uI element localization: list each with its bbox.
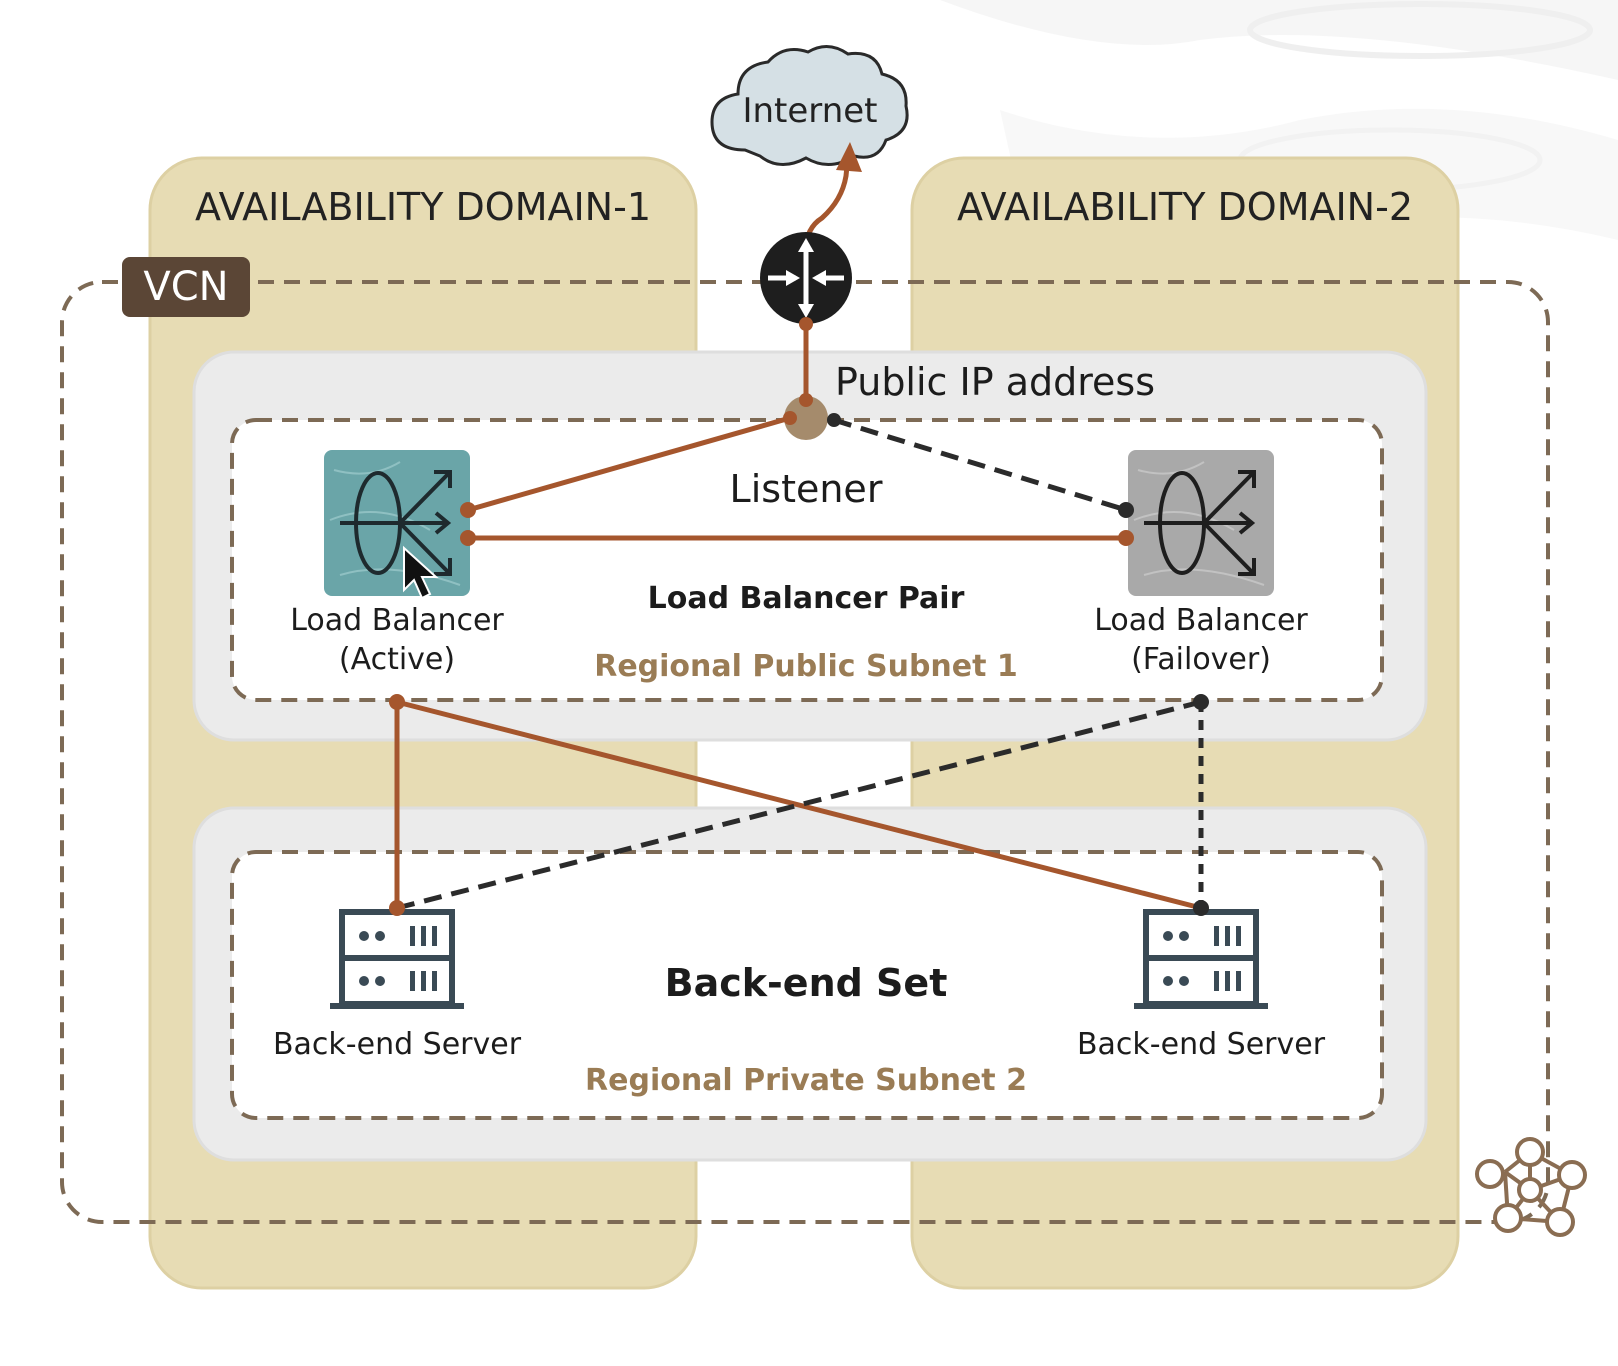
failover-bottom-port (1193, 694, 1209, 710)
lb-failover-port-mid (1118, 530, 1134, 546)
active-to-server-2-link (396, 699, 1202, 911)
lb-active-port-mid (460, 530, 476, 546)
lb-active-name: Load Balancer (290, 603, 504, 638)
router-connector-dot (799, 317, 813, 331)
server-2-port (1193, 900, 1209, 916)
lb-failover-port-top (1118, 502, 1134, 518)
load-balancer-active-icon (324, 450, 470, 596)
vcn-label: VCN (143, 264, 228, 310)
public-subnet-label: Regional Public Subnet 1 (594, 649, 1018, 684)
public-ip-node-icon (783, 393, 841, 440)
lb-active-port-top (460, 502, 476, 518)
listener-failover-link (833, 417, 1127, 513)
load-balancer-failover-icon (1128, 450, 1274, 596)
mouse-cursor-icon (403, 545, 439, 600)
back-end-set-label: Back-end Set (665, 961, 948, 1005)
availability-domain-2-label: AVAILABILITY DOMAIN-2 (957, 185, 1413, 229)
back-end-server-1-label: Back-end Server (273, 1027, 522, 1062)
public-ip-label: Public IP address (835, 360, 1155, 404)
lb-failover-state: (Failover) (1131, 642, 1271, 677)
internet-label: Internet (742, 91, 877, 131)
internet-arrowhead (836, 142, 862, 172)
vcn-badge: VCN (122, 257, 250, 317)
lb-pair-label: Load Balancer Pair (648, 581, 965, 616)
listener-active-link (467, 415, 791, 513)
listener-label: Listener (730, 467, 883, 511)
vcn-network-icon (1475, 1137, 1587, 1237)
private-subnet-label: Regional Private Subnet 2 (585, 1063, 1027, 1098)
availability-domain-1-label: AVAILABILITY DOMAIN-1 (195, 185, 651, 229)
router-icon (760, 232, 852, 324)
private-subnet-dashed (230, 850, 1384, 1120)
back-end-server-2-label: Back-end Server (1077, 1027, 1326, 1062)
lb-failover-name: Load Balancer (1094, 603, 1308, 638)
internet-cloud-icon: Internet (710, 45, 909, 166)
active-bottom-port (389, 694, 405, 710)
server-1-port (389, 900, 405, 916)
lb-active-state: (Active) (339, 642, 455, 677)
